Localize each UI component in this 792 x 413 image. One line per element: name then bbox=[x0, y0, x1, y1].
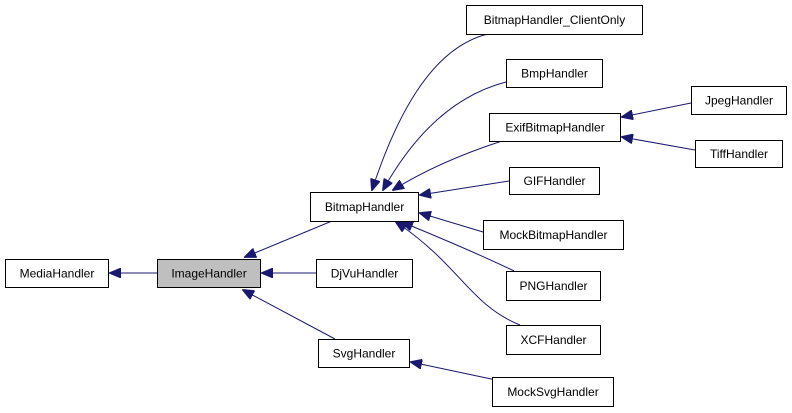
node-xcfhandler[interactable]: XCFHandler bbox=[506, 325, 601, 355]
node-pnghandler[interactable]: PNGHandler bbox=[506, 271, 601, 301]
edge-bitmaphandler-to-imagehandler bbox=[245, 220, 333, 257]
edge-svghandler-to-imagehandler bbox=[243, 290, 336, 340]
edges-layer bbox=[110, 33, 696, 381]
node-box bbox=[316, 259, 413, 288]
node-label: DjVuHandler bbox=[331, 267, 399, 281]
node-box bbox=[506, 325, 601, 355]
node-djvuhandler[interactable]: DjVuHandler bbox=[316, 259, 413, 288]
node-box bbox=[509, 167, 600, 195]
node-box bbox=[506, 59, 603, 88]
node-box bbox=[492, 377, 614, 407]
edge-jpeghandler-to-exifbitmaphandler bbox=[622, 102, 692, 117]
node-label: SvgHandler bbox=[333, 347, 396, 361]
node-svghandler[interactable]: SvgHandler bbox=[318, 339, 410, 368]
edge-tiffhandler-to-exifbitmaphandler bbox=[622, 137, 696, 151]
node-label: MockSvgHandler bbox=[507, 385, 598, 399]
node-tiffhandler[interactable]: TiffHandler bbox=[695, 140, 783, 168]
node-label: TiffHandler bbox=[710, 147, 768, 161]
edge-bmphandler-to-bitmaphandler bbox=[383, 81, 507, 190]
edge-pnghandler-to-bitmaphandler bbox=[402, 222, 515, 272]
node-label: JpegHandler bbox=[705, 94, 773, 108]
edge-gifhandler-to-bitmaphandler bbox=[420, 180, 510, 195]
node-label: ExifBitmapHandler bbox=[505, 121, 604, 135]
node-mockbitmaphandler[interactable]: MockBitmapHandler bbox=[483, 220, 624, 250]
node-label: BitmapHandler_ClientOnly bbox=[484, 13, 625, 27]
node-imagehandler[interactable]: ImageHandler bbox=[157, 259, 261, 288]
node-bitmaphandler-clientonly[interactable]: BitmapHandler_ClientOnly bbox=[466, 5, 643, 35]
node-bmphandler[interactable]: BmpHandler bbox=[506, 59, 603, 88]
edge-exifbitmaphandler-to-bitmaphandler bbox=[393, 140, 503, 190]
node-label: BmpHandler bbox=[521, 67, 588, 81]
node-exifbitmaphandler[interactable]: ExifBitmapHandler bbox=[489, 113, 621, 142]
edge-xcfhandler-to-bitmaphandler bbox=[396, 222, 521, 326]
node-gifhandler[interactable]: GIFHandler bbox=[509, 167, 600, 195]
node-box bbox=[310, 192, 419, 222]
node-label: XCFHandler bbox=[520, 333, 586, 347]
node-box bbox=[466, 5, 643, 35]
node-mocksvghandler[interactable]: MockSvgHandler bbox=[492, 377, 614, 407]
node-bitmaphandler[interactable]: BitmapHandler bbox=[310, 192, 419, 222]
node-label: BitmapHandler bbox=[325, 200, 404, 214]
node-label: MediaHandler bbox=[20, 267, 95, 281]
node-mediahandler[interactable]: MediaHandler bbox=[5, 259, 109, 288]
node-label: GIFHandler bbox=[523, 174, 585, 188]
node-box bbox=[483, 220, 624, 250]
edge-mockbitmaphandler-to-bitmaphandler bbox=[420, 213, 484, 233]
node-box bbox=[506, 271, 601, 301]
node-label: MockBitmapHandler bbox=[499, 228, 607, 242]
node-box bbox=[157, 259, 261, 288]
node-label: PNGHandler bbox=[519, 279, 587, 293]
edge-mocksvghandler-to-svghandler bbox=[411, 362, 497, 381]
node-box bbox=[489, 113, 621, 142]
node-box bbox=[695, 140, 783, 168]
node-label: ImageHandler bbox=[171, 267, 246, 281]
node-box bbox=[691, 86, 787, 115]
node-box bbox=[5, 259, 109, 288]
node-box bbox=[318, 339, 410, 368]
edge-bitmaphandler-clientonly-to-bitmaphandler bbox=[372, 33, 489, 190]
node-jpeghandler[interactable]: JpegHandler bbox=[691, 86, 787, 115]
nodes-layer: MediaHandler ImageHandler BitmapHandlerDjV… bbox=[5, 5, 787, 407]
